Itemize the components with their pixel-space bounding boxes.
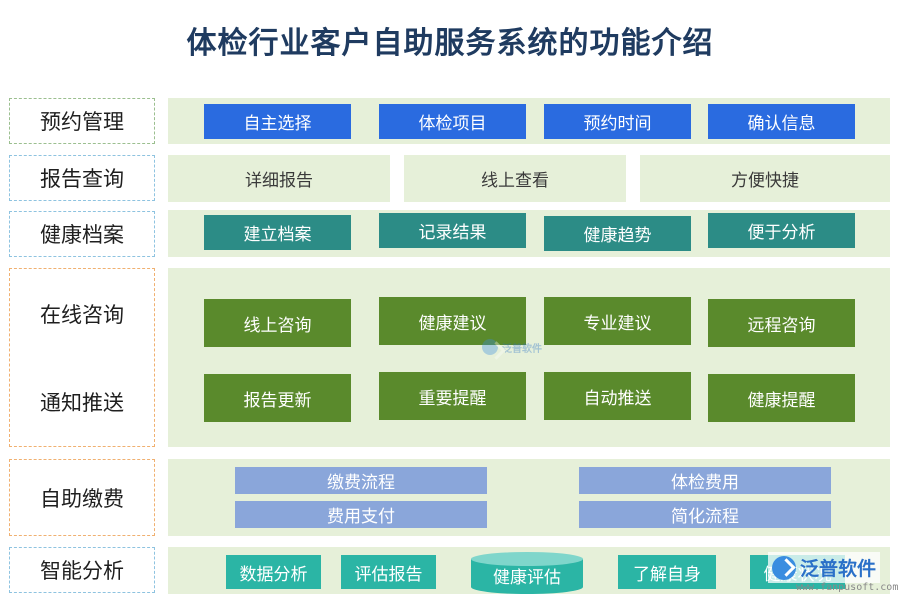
item-payment-3: 费用支付 [235, 501, 487, 528]
item-archive-4: 便于分析 [708, 213, 855, 248]
label-appointment: 预约管理 [9, 98, 155, 144]
item-archive-2: 记录结果 [379, 213, 526, 248]
item-appointment-3: 预约时间 [544, 104, 691, 139]
item-payment-2: 体检费用 [579, 467, 831, 494]
label-notify: 通知推送 [40, 391, 124, 415]
item-analysis-1: 数据分析 [226, 555, 321, 589]
item-notify-4: 健康提醒 [708, 374, 855, 422]
item-consult-3: 专业建议 [544, 297, 691, 345]
label-consult: 在线咨询 [40, 303, 124, 327]
band-gap [390, 155, 404, 202]
band-gap [626, 155, 640, 202]
label-analysis: 智能分析 [9, 547, 155, 593]
label-archive: 健康档案 [9, 211, 155, 257]
item-consult-1: 线上咨询 [204, 299, 351, 347]
analysis-cylinder [471, 552, 583, 594]
item-appointment-4: 确认信息 [708, 104, 855, 139]
watermark-url: www.fanpusoft.com [796, 582, 899, 593]
watermark-center-text: 泛普软件 [502, 343, 542, 355]
item-notify-1: 报告更新 [204, 374, 351, 422]
label-group-consult-notify [9, 268, 155, 447]
item-consult-4: 远程咨询 [708, 299, 855, 347]
item-archive-3: 健康趋势 [544, 216, 691, 251]
item-analysis-3: 健康评估 [493, 567, 561, 588]
item-notify-3: 自动推送 [544, 372, 691, 420]
label-payment: 自助缴费 [9, 459, 155, 536]
item-appointment-1: 自主选择 [204, 104, 351, 139]
item-payment-4: 简化流程 [579, 501, 831, 528]
item-report-3: 方便快捷 [640, 155, 890, 202]
item-analysis-4: 了解自身 [618, 555, 716, 589]
center-watermark: 泛普软件 [482, 339, 542, 355]
item-analysis-2: 评估报告 [341, 555, 436, 589]
watermark-corner-text: 泛普软件 [800, 558, 877, 580]
item-notify-2: 重要提醒 [379, 372, 526, 420]
watermark-logo-icon [482, 339, 498, 355]
item-archive-1: 建立档案 [204, 215, 351, 250]
label-report: 报告查询 [9, 155, 155, 201]
item-payment-1: 缴费流程 [235, 467, 487, 494]
item-report-1: 详细报告 [168, 155, 390, 202]
item-appointment-2: 体检项目 [379, 104, 526, 139]
item-consult-2: 健康建议 [379, 297, 526, 345]
watermark-corner-logo-icon [772, 555, 796, 580]
page-title: 体检行业客户自助服务系统的功能介绍 [186, 26, 714, 61]
corner-watermark: 泛普软件 [768, 552, 881, 583]
item-report-2: 线上查看 [404, 155, 626, 202]
